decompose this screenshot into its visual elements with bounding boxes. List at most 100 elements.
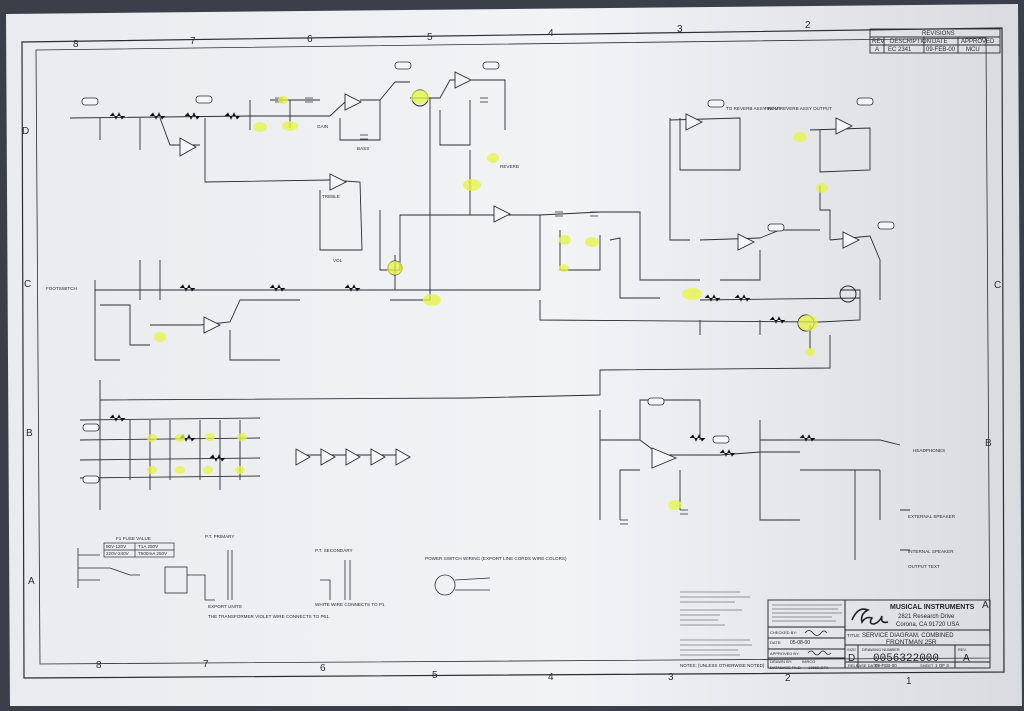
zone-top-8: 8 <box>73 39 79 50</box>
approved-by-label: APPROVED BY: <box>770 651 800 656</box>
vol-label: VOL <box>333 258 343 263</box>
treble-label: TREBLE <box>322 194 340 199</box>
op-amp-u4a <box>835 117 854 135</box>
power-switch-label: POWER SWITCH WIRING (EXPORT LINE CORDS W… <box>425 556 567 561</box>
zone-top-2: 2 <box>805 20 811 31</box>
drawing-number: 0056322000 <box>873 653 939 665</box>
transistor-q3 <box>839 285 857 303</box>
op-amp-u4b <box>737 233 756 251</box>
op-amps <box>179 71 861 469</box>
zone-top-5: 5 <box>427 32 433 43</box>
op-amp-u1b <box>344 93 363 111</box>
zone-bottom-1: 1 <box>906 676 912 687</box>
approved-value: MCU <box>966 47 980 53</box>
footswitch-label: FOOTSWITCH <box>46 286 77 291</box>
database-file-label: DATABASE FILE: <box>770 665 801 670</box>
bass-label: BASS <box>357 146 369 151</box>
notes-label: NOTES: (UNLESS OTHERWISE NOTED) <box>680 663 765 668</box>
highlighter-marks <box>147 90 828 510</box>
zone-top-4: 4 <box>548 28 554 39</box>
schematic-wiring <box>69 79 910 560</box>
op-amp-u3a <box>493 205 512 223</box>
checked-by-label: CHECKED BY: <box>770 630 797 635</box>
zone-left-d: D <box>22 126 29 137</box>
zone-right-b: B <box>985 438 992 449</box>
zone-left-b: B <box>26 428 33 439</box>
pt-primary-label: P.T. PRIMARY <box>205 534 234 539</box>
zone-left-c: C <box>24 279 31 290</box>
zone-right-c: C <box>994 280 1001 291</box>
op-amp-u2b <box>329 173 348 191</box>
op-amp-u5b <box>203 316 222 334</box>
fuse-row1-value: T1A 250V <box>138 544 159 549</box>
zone-bottom-5: 5 <box>432 670 438 681</box>
company-address-2: Corona, CA 91720 USA <box>896 622 959 628</box>
output-text-label: OUTPUT TEXT <box>908 564 940 569</box>
database-file: 1356B.DTA <box>808 665 829 670</box>
release-date-label: RELEASE DATE: <box>848 663 879 668</box>
schematic-labels: FOOTSWITCH VOL TREBLE BASS GAIN REVERB T… <box>46 106 956 619</box>
revisions-title: REVISIONS <box>922 31 955 37</box>
buffer-5 <box>395 448 411 466</box>
fender-logo <box>851 608 889 625</box>
passive-components <box>109 97 816 525</box>
zone-labels: 8 7 6 5 4 3 2 8 7 6 5 4 3 2 1 D C B A C … <box>22 20 1001 687</box>
drawn-by-label: DRAWN BY: <box>770 659 792 664</box>
gain-label: GAIN <box>317 124 328 129</box>
drawing-title-2: FRONTMAN 25R <box>886 639 937 646</box>
size-label: SIZE <box>847 647 856 652</box>
drawing-number-label: DRAWING NUMBER <box>862 647 900 652</box>
reverb-label: REVERB <box>500 164 519 169</box>
buffer-3 <box>345 448 361 466</box>
headphones-label: HEADPHONES <box>913 448 945 453</box>
op-amp-u1a <box>179 137 197 157</box>
company-name: MUSICAL INSTRUMENTS <box>890 604 975 611</box>
approved-col-header: APPROVED <box>961 39 995 45</box>
date-value: 05-08-00 <box>790 640 810 646</box>
op-amp-u3b <box>685 113 704 131</box>
fuse-table-title: F1 FUSE VALUE <box>116 536 151 541</box>
description-col-header: DESCRIPTION <box>890 39 931 45</box>
zone-bottom-4: 4 <box>548 672 554 683</box>
release-date: 09-FEB-00 <box>875 663 897 668</box>
op-amp-u2a <box>454 71 473 89</box>
sheet-label: SHEET <box>920 663 934 668</box>
primary-note: THE TRANSFORMER VIOLET WIRE CONNECTS TO … <box>208 614 330 619</box>
rev-col-header: REV <box>872 39 884 45</box>
internal-speaker-label: INTERNAL SPEAKER <box>908 549 954 554</box>
zone-bottom-8: 8 <box>96 660 102 671</box>
drawn-by-value: IMRCO <box>802 659 815 664</box>
zone-right-a: A <box>982 600 989 611</box>
date-col-header: DATE <box>932 39 948 45</box>
buffer-2 <box>320 448 336 466</box>
paper <box>6 4 1022 706</box>
zone-bottom-7: 7 <box>203 659 209 670</box>
zone-bottom-2: 2 <box>785 673 791 684</box>
signatures <box>804 630 832 656</box>
date-label: DATE: <box>770 640 781 645</box>
drawing-title-1: SERVICE DIAGRAM, COMBINED <box>862 633 954 639</box>
rev-label: REV. <box>958 647 967 652</box>
notes-block <box>680 591 842 656</box>
pt-secondary-label: P.T. SECONDARY <box>315 548 353 553</box>
sheet-value: 1 OF 3 <box>935 663 949 668</box>
power-input <box>77 548 491 601</box>
buffer-4 <box>370 448 386 466</box>
fuse-row1-voltage: 90V-120V <box>106 544 127 549</box>
rev-value: A <box>875 47 879 53</box>
fuse-table: F1 FUSE VALUE 90V-120V T1A 250V 220V-240… <box>103 536 175 558</box>
company-address-1: 2821 Research Drive <box>898 614 955 620</box>
power-amp-ic <box>651 447 678 469</box>
date-value: 09-FEB-00 <box>926 47 956 53</box>
buffer-1 <box>295 448 311 466</box>
secondary-note: WHITE WIRE CONNECTS TO P1 <box>315 602 385 607</box>
zone-top-7: 7 <box>190 36 196 47</box>
size-value: D <box>848 653 855 664</box>
zone-bottom-3: 3 <box>668 672 674 683</box>
connector-labels <box>81 61 895 484</box>
from-reverb-label: FROM REVERB ASSY OUTPUT <box>765 106 832 111</box>
external-speaker-label: EXTERNAL SPEAKER <box>908 514 956 519</box>
zone-top-3: 3 <box>677 24 683 35</box>
op-amp-u5a <box>842 231 861 249</box>
